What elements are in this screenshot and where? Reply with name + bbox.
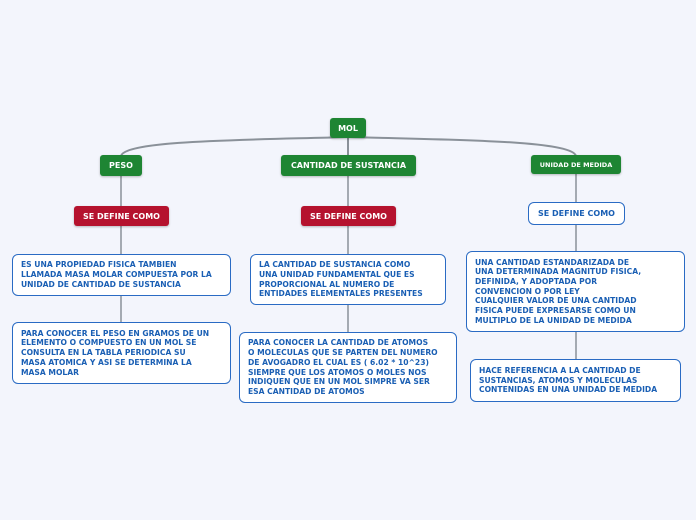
note-unidad-referencia-text: HACE REFERENCIA A LA CANTIDAD DE SUSTANC… (479, 365, 658, 395)
note-cantidad-avogadro-text: PARA CONOCER LA CANTIDAD DE ATOMOS O MOL… (248, 338, 438, 396)
link-unidad-label: SE DEFINE COMO (538, 209, 615, 218)
note-peso-definicion-text: ES UNA PROPIEDAD FISICA TAMBIEN LLAMADA … (21, 260, 212, 289)
link-cantidad-label: SE DEFINE COMO (310, 211, 387, 221)
note-peso-definicion[interactable]: ES UNA PROPIEDAD FISICA TAMBIEN LLAMADA … (12, 254, 231, 296)
link-unidad-se-define-como[interactable]: SE DEFINE COMO (528, 202, 625, 225)
note-unidad-definicion[interactable]: UNA CANTIDAD ESTANDARIZADA DE UNA DETERM… (466, 251, 685, 332)
topic-unidad-label: UNIDAD DE MEDIDA (539, 160, 613, 169)
topic-peso[interactable]: PESO (100, 155, 142, 176)
note-unidad-referencia[interactable]: HACE REFERENCIA A LA CANTIDAD DE SUSTANC… (470, 359, 681, 402)
root-topic-label: MOL (338, 123, 358, 133)
note-cantidad-definicion-text: LA CANTIDAD DE SUSTANCIA COMO UNA UNIDAD… (259, 260, 423, 299)
link-cantidad-se-define-como[interactable]: SE DEFINE COMO (301, 206, 396, 226)
topic-cantidad-label: CANTIDAD DE SUSTANCIA (290, 161, 407, 170)
note-peso-conocer-text: PARA CONOCER EL PESO EN GRAMOS DE UN ELE… (21, 328, 210, 377)
connector-root-peso (120, 136, 349, 157)
topic-cantidad-de-sustancia[interactable]: CANTIDAD DE SUSTANCIA (281, 155, 416, 176)
note-cantidad-avogadro[interactable]: PARA CONOCER LA CANTIDAD DE ATOMOS O MOL… (239, 332, 457, 403)
topic-unidad-de-medida[interactable]: UNIDAD DE MEDIDA (531, 155, 621, 174)
note-unidad-definicion-text: UNA CANTIDAD ESTANDARIZADA DE UNA DETERM… (475, 257, 642, 325)
connector-root-unidad (347, 136, 577, 157)
link-peso-label: SE DEFINE COMO (83, 211, 160, 221)
link-peso-se-define-como[interactable]: SE DEFINE COMO (74, 206, 169, 226)
note-cantidad-definicion[interactable]: LA CANTIDAD DE SUSTANCIA COMO UNA UNIDAD… (250, 254, 446, 305)
root-topic-mol[interactable]: MOL (330, 118, 366, 138)
note-peso-conocer[interactable]: PARA CONOCER EL PESO EN GRAMOS DE UN ELE… (12, 322, 231, 384)
topic-peso-label: PESO (109, 161, 133, 170)
